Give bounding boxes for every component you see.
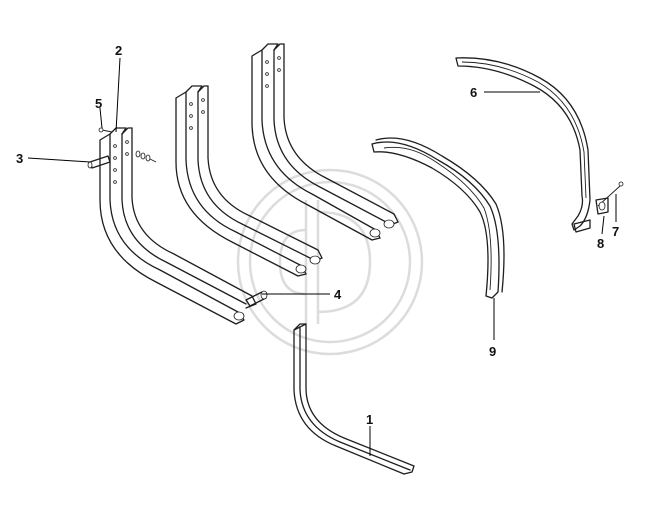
callout-9: 9 [489,344,496,359]
callout-2: 2 [115,43,122,58]
callout-4: 4 [334,287,342,302]
callout-5: 5 [95,96,102,111]
middle-support [175,85,323,277]
part-1-bar [293,323,415,475]
part-3-bolt [87,155,111,169]
callout-1: 1 [366,412,373,427]
leader-lines [27,57,617,456]
part-9-strip [371,137,505,299]
part-6-strap [455,57,591,233]
callout-7: 7 [612,224,619,239]
logo-watermark-icon [236,168,424,356]
callout-6: 6 [470,85,477,100]
part-8-clamp [595,197,609,215]
callout-3: 3 [16,151,23,166]
part-5-screw [98,127,157,163]
part-4-pin [245,290,268,307]
rear-support [251,43,399,241]
callout-8: 8 [597,236,604,251]
part-2-support [99,127,257,325]
